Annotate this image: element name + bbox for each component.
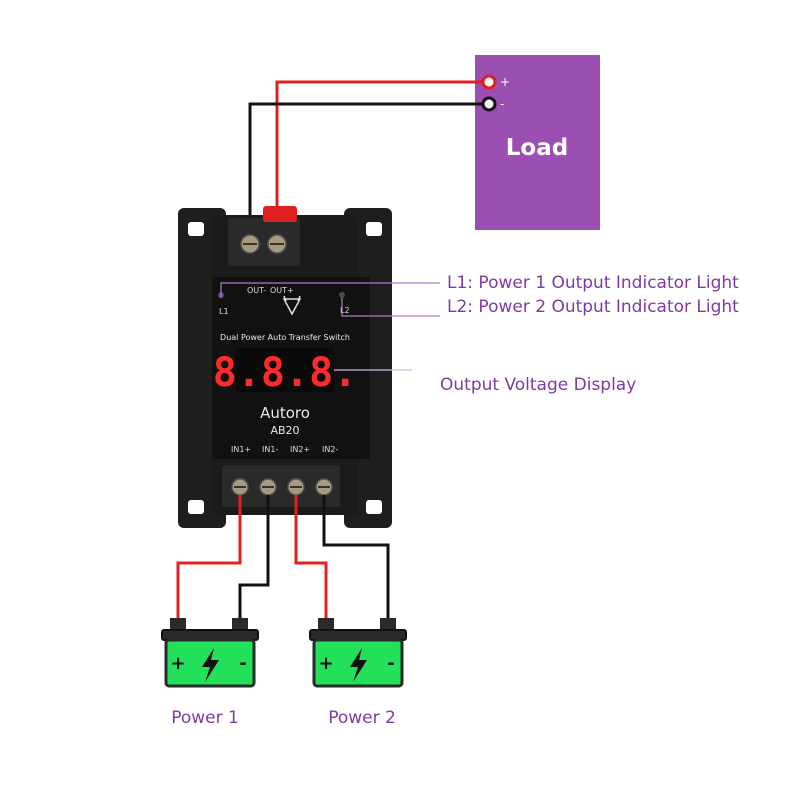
left-mount-hole-bottom (188, 500, 204, 514)
power1-positive-wire (176, 495, 242, 628)
brand-logo-icon (282, 295, 302, 316)
transfer-switch-device: OUT- OUT+ L1 L2 Dual Power Auto Transfer… (178, 206, 392, 528)
l2-label: L2 (340, 306, 350, 315)
load-minus-terminal (481, 96, 497, 112)
battery-power-2: + - (309, 618, 407, 688)
output-negative-wire (248, 102, 483, 228)
battery2-minus-post (380, 618, 396, 632)
power2-positive-wire (294, 495, 328, 628)
load-minus-label: - (500, 97, 504, 111)
load-label: Load (506, 135, 568, 161)
output-terminal-block (228, 218, 300, 266)
load-plus-terminal (481, 74, 497, 90)
out-minus-label: OUT- (247, 286, 266, 295)
lightning-bolt-icon (350, 648, 367, 682)
l1-label: L1 (219, 307, 229, 316)
power1-negative-wire (238, 495, 270, 628)
l2-callout-line (341, 298, 440, 317)
battery1-plus-sign: + (170, 653, 185, 674)
model-name: AB20 (270, 424, 299, 437)
output-positive-wire (275, 80, 483, 220)
right-mount-hole-top (366, 222, 382, 236)
device-title: Dual Power Auto Transfer Switch (220, 333, 350, 342)
in1-minus-label: IN1- (262, 445, 278, 454)
l1-callout-line (220, 282, 440, 298)
l2-callout-text: L2: Power 2 Output Indicator Light (447, 297, 739, 317)
left-mount-hole-top (188, 222, 204, 236)
brand-name: Autoro (260, 404, 310, 422)
display-callout-text: Output Voltage Display (440, 375, 636, 395)
power2-negative-wire (322, 495, 390, 628)
right-mount-hole-bottom (366, 500, 382, 514)
in2-minus-label: IN2- (322, 445, 338, 454)
power2-label: Power 2 (328, 708, 396, 728)
battery1-minus-sign: - (239, 653, 246, 674)
battery1-minus-post (232, 618, 248, 632)
battery2-plus-post (318, 618, 334, 632)
in1-plus-label: IN1+ (231, 445, 251, 454)
in2-plus-label: IN2+ (290, 445, 310, 454)
battery2-minus-sign: - (387, 653, 394, 674)
voltage-display-digits: 8.8.8. (213, 350, 358, 396)
battery-power-1: + - (161, 618, 259, 688)
voltage-display (236, 348, 334, 392)
load-box: + - Load (475, 55, 600, 230)
out-plus-label: OUT+ (270, 286, 294, 295)
battery1-plus-post (170, 618, 186, 632)
output-red-cover (263, 206, 297, 222)
input-terminal-block (222, 465, 340, 507)
load-plus-label: + (500, 75, 510, 89)
l1-callout-text: L1: Power 1 Output Indicator Light (447, 273, 739, 293)
l2-indicator-light (339, 292, 345, 298)
battery2-plus-sign: + (318, 653, 333, 674)
lightning-bolt-icon (202, 648, 219, 682)
power1-label: Power 1 (171, 708, 239, 728)
